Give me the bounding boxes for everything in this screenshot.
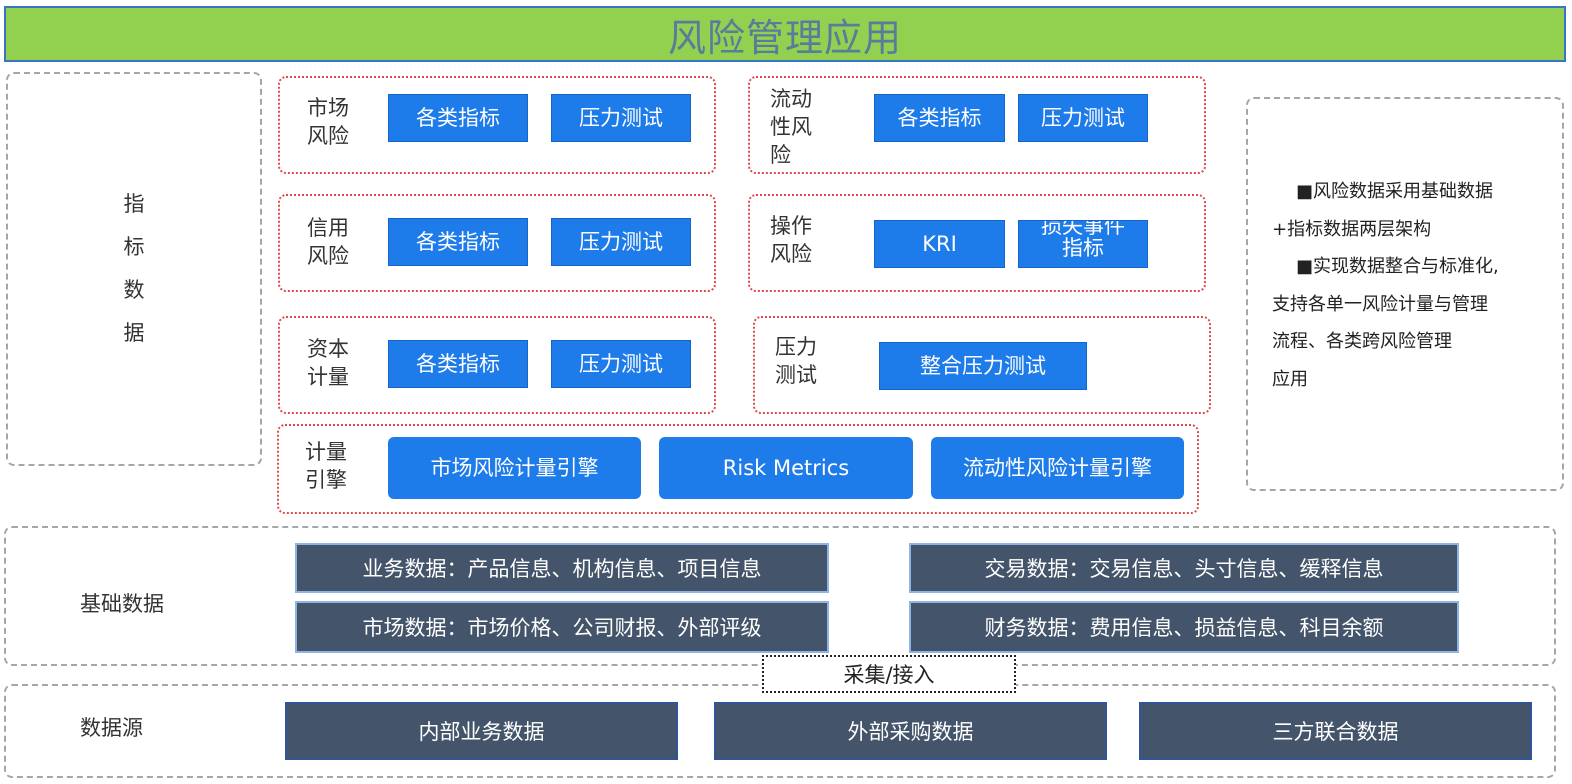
stress-test-label: 压力 测试 [775, 335, 817, 387]
indicator-data-label: 指 标 数 据 [122, 183, 146, 355]
note-line: +指标数据两层架构 [1272, 218, 1432, 240]
indicator-data-panel: 指 标 数 据 [6, 72, 262, 466]
note-line: 支持各单一风险计量与管理 [1272, 293, 1488, 315]
indicator-char: 指 [123, 192, 145, 216]
note-line: 应用 [1272, 368, 1308, 390]
capital-measurement-box: 资本 计量 各类指标 压力测试 [278, 316, 716, 414]
indicator-char: 据 [123, 321, 145, 345]
market-risk-label: 市场 风险 [307, 96, 349, 148]
financial-data-bar: 财务数据：费用信息、损益信息、科目余额 [909, 601, 1459, 653]
operational-risk-label: 操作 风险 [770, 214, 812, 266]
loss-event-indicators-button[interactable]: 损失事件 指标 [1018, 220, 1148, 268]
engine-label: 计量 引擎 [305, 440, 347, 492]
credit-indicators-button[interactable]: 各类指标 [388, 218, 528, 266]
kri-button[interactable]: KRI [874, 220, 1005, 268]
transaction-data-bar: 交易数据：交易信息、头寸信息、缓释信息 [909, 543, 1459, 593]
note-line: ■实现数据整合与标准化, [1296, 256, 1499, 277]
market-data-bar: 市场数据：市场价格、公司财报、外部评级 [295, 601, 829, 653]
business-data-bar: 业务数据：产品信息、机构信息、项目信息 [295, 543, 829, 593]
credit-stress-test-button[interactable]: 压力测试 [551, 218, 691, 266]
credit-risk-label: 信用 风险 [307, 216, 349, 268]
base-data-label: 基础数据 [80, 592, 164, 616]
engine-box: 计量 引擎 市场风险计量引擎 Risk Metrics 流动性风险计量引擎 [277, 424, 1199, 514]
liquidity-risk-label: 流动 性风 险 [770, 87, 812, 167]
market-indicators-button[interactable]: 各类指标 [388, 94, 528, 142]
liquidity-risk-box: 流动 性风 险 各类指标 压力测试 [748, 76, 1206, 174]
operational-risk-box: 操作 风险 KRI 损失事件 指标 [748, 194, 1206, 292]
market-risk-box: 市场 风险 各类指标 压力测试 [278, 76, 716, 174]
risk-metrics-button[interactable]: Risk Metrics [659, 437, 913, 499]
note-line: 流程、各类跨风险管理 [1272, 331, 1452, 352]
indicator-char: 数 [123, 278, 145, 302]
capital-measurement-label: 资本 计量 [307, 337, 349, 389]
collect-access-label: 采集/接入 [762, 655, 1016, 693]
liquidity-stress-test-button[interactable]: 压力测试 [1018, 94, 1148, 142]
architecture-note: ■风险数据采用基础数据 +指标数据两层架构 ■实现数据整合与标准化, 支持各单一… [1246, 97, 1564, 491]
internal-business-data-bar: 内部业务数据 [285, 702, 678, 760]
note-line: ■风险数据采用基础数据 [1296, 181, 1494, 202]
capital-stress-test-button[interactable]: 压力测试 [551, 340, 691, 388]
indicator-char: 标 [123, 235, 145, 259]
integrated-stress-test-button[interactable]: 整合压力测试 [879, 342, 1087, 390]
credit-risk-box: 信用 风险 各类指标 压力测试 [278, 194, 716, 292]
page-title: 风险管理应用 [4, 6, 1566, 62]
data-source-label: 数据源 [80, 716, 143, 740]
loss-event-indicators-label: 损失事件 指标 [1041, 220, 1125, 260]
liquidity-indicators-button[interactable]: 各类指标 [874, 94, 1005, 142]
third-party-joint-data-bar: 三方联合数据 [1139, 702, 1532, 760]
stress-test-box: 压力 测试 整合压力测试 [753, 316, 1211, 414]
market-risk-engine-button[interactable]: 市场风险计量引擎 [388, 437, 641, 499]
liquidity-risk-engine-button[interactable]: 流动性风险计量引擎 [931, 437, 1184, 499]
market-stress-test-button[interactable]: 压力测试 [551, 94, 691, 142]
external-purchased-data-bar: 外部采购数据 [714, 702, 1107, 760]
capital-indicators-button[interactable]: 各类指标 [388, 340, 528, 388]
